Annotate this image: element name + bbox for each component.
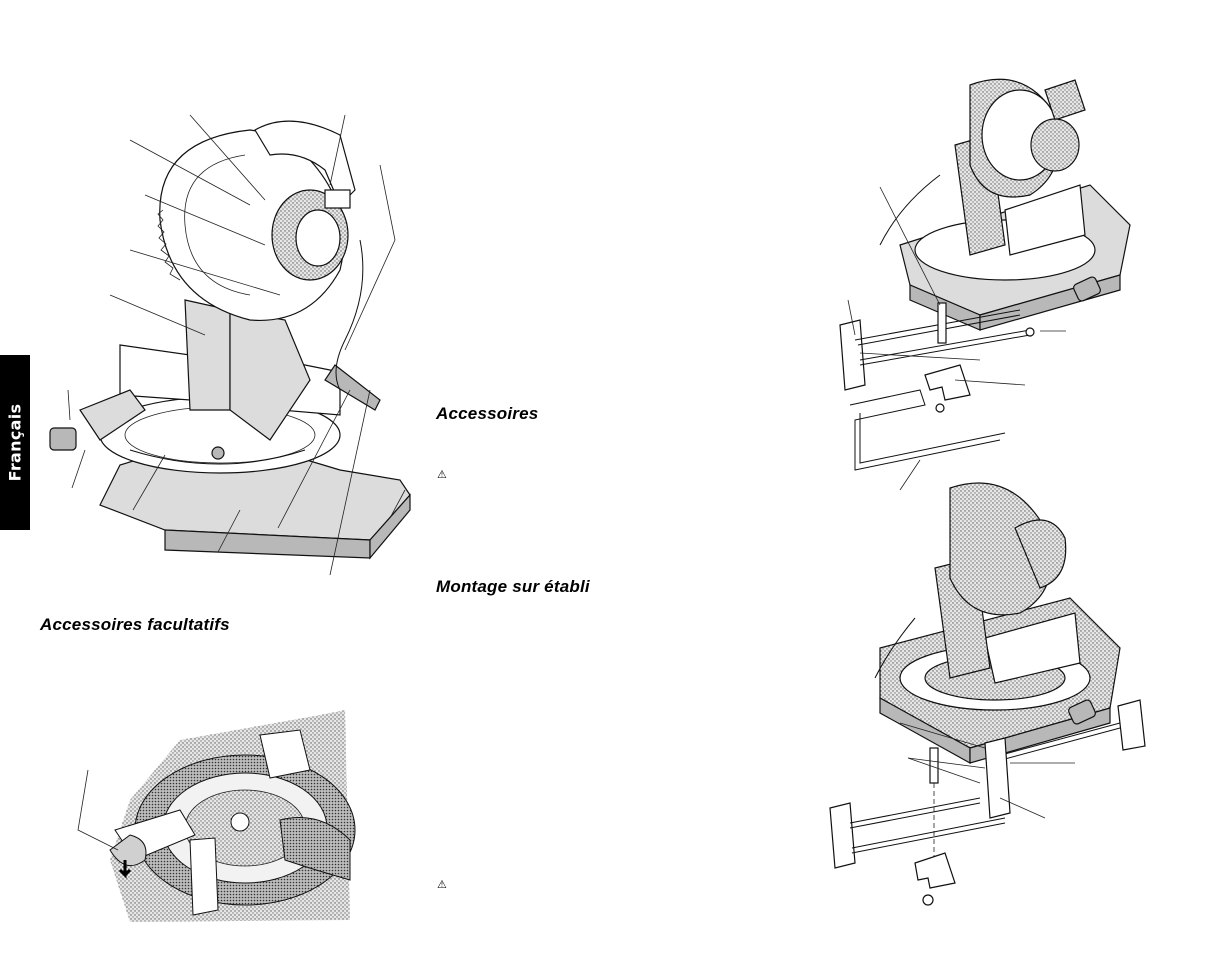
language-tab-label: Français [5, 403, 25, 482]
language-tab: Français [0, 355, 30, 530]
figure-saw-bench-mounting [829, 482, 1146, 906]
figure-saw-stand-kit [839, 78, 1131, 491]
heading-bench-mounting: Montage sur établi [436, 577, 590, 596]
warning-icon: ⚠ [437, 878, 447, 891]
heading-optional-accessories: Accessoires facultatifs [40, 615, 230, 634]
figure-blade-change-photo [77, 710, 356, 922]
heading-accessories: Accessoires [436, 404, 539, 423]
warning-icon: ⚠ [437, 468, 447, 481]
figure-miter-saw-components [49, 114, 411, 576]
